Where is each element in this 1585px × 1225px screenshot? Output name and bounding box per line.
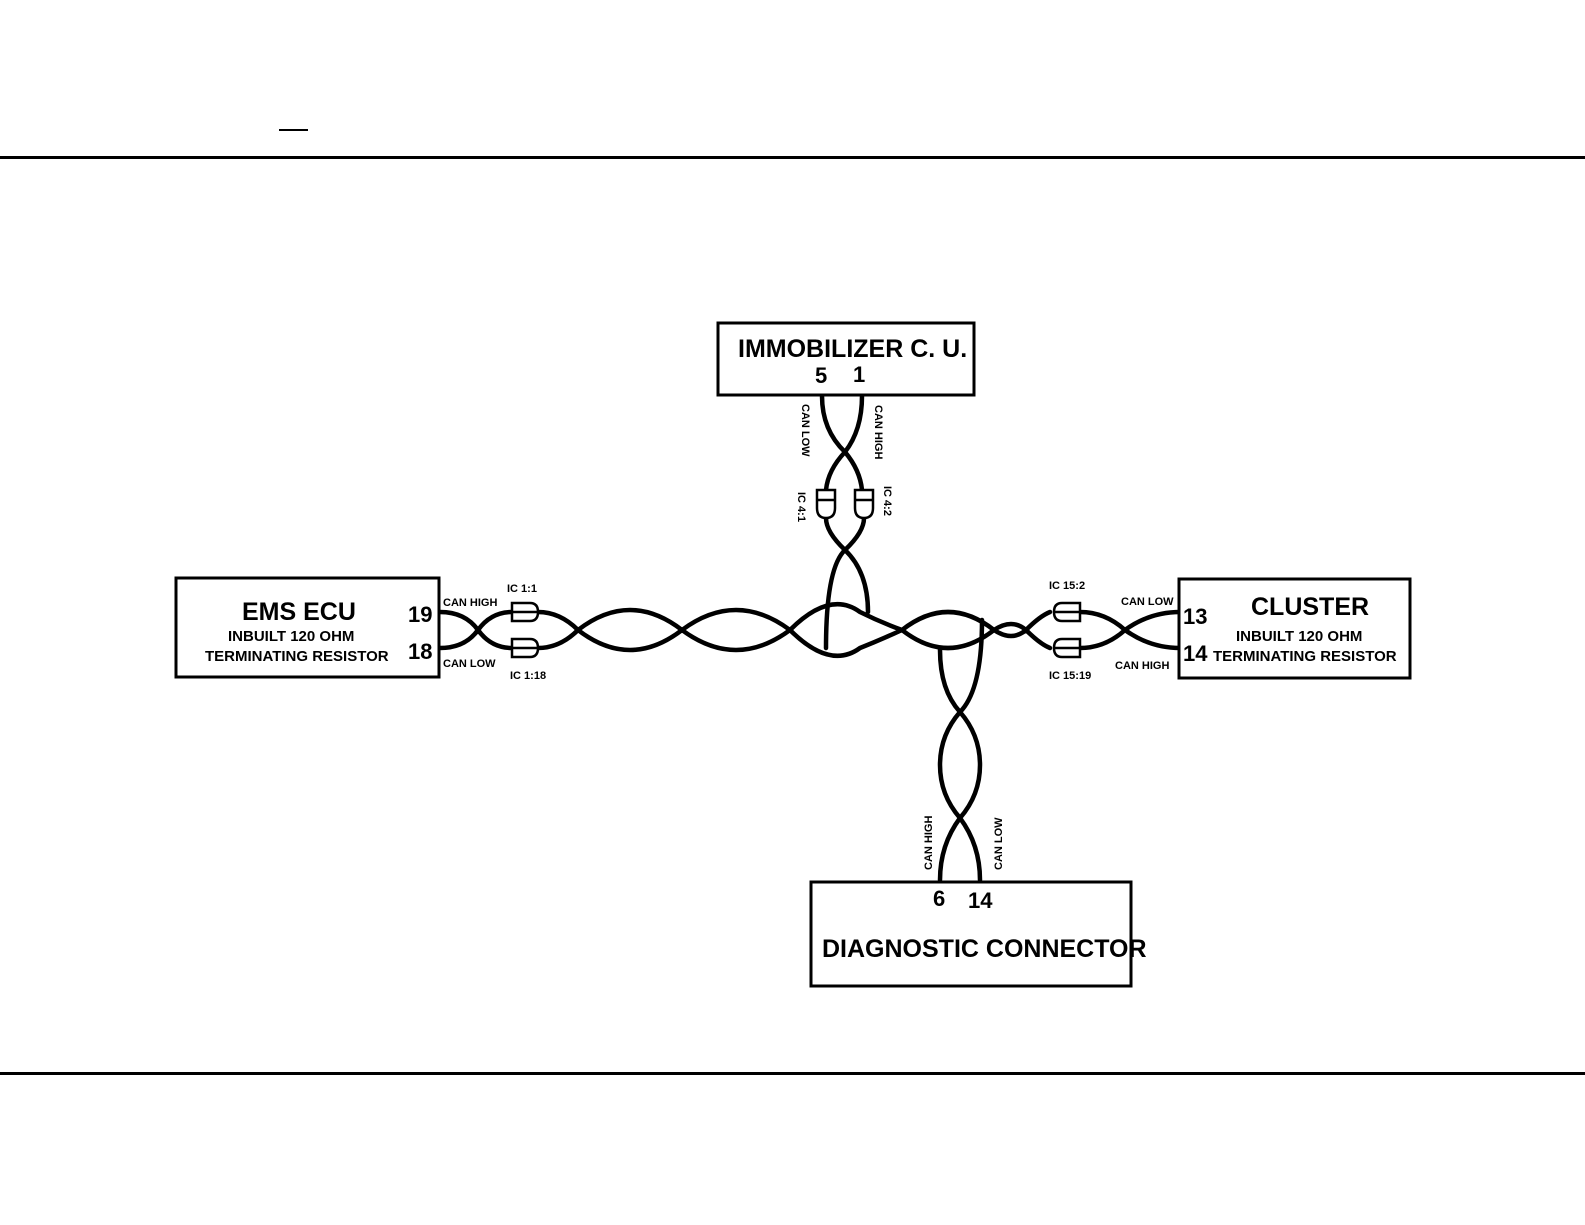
connector-ic-4-1	[817, 490, 835, 518]
ems-ecu-line1: INBUILT 120 OHM	[228, 628, 354, 645]
connector-ic-1-1	[512, 603, 538, 621]
ems-ecu-title: EMS ECU	[242, 598, 356, 626]
connector-labels: IC 1:1 IC 1:18 IC 4:1 IC 4:2 IC 15:2 IC …	[507, 486, 1091, 682]
diagnostic-title: DIAGNOSTIC CONNECTOR	[822, 935, 1147, 963]
immobilizer-title: IMMOBILIZER C. U.	[738, 335, 967, 363]
cluster-wire-b	[1080, 630, 1180, 648]
imm-can-low-label: CAN LOW	[799, 404, 811, 457]
ems-ecu-pin-19: 19	[408, 602, 432, 627]
ems-ecu-line2: TERMINATING RESISTOR	[205, 648, 389, 665]
cluster-wire-a	[1080, 612, 1180, 630]
ic-1-18-label: IC 1:18	[510, 670, 546, 682]
wire-labels: CAN HIGH CAN LOW CAN LOW CAN HIGH CAN LO…	[443, 404, 1174, 870]
ic-15-19-label: IC 15:19	[1049, 670, 1091, 682]
diag-wire-a	[940, 620, 982, 880]
cluster-line2: TERMINATING RESISTOR	[1213, 648, 1397, 665]
diagnostic-pin-6: 6	[933, 886, 945, 911]
diag-can-low-label: CAN LOW	[993, 817, 1005, 870]
ic-1-1-label: IC 1:1	[507, 583, 537, 595]
ems-ecu-pin-18: 18	[408, 639, 432, 664]
imm-can-high-label: CAN HIGH	[872, 405, 884, 459]
immobilizer-pin-1: 1	[853, 362, 865, 387]
cluster-pin-14: 14	[1183, 641, 1208, 666]
cluster-module: CLUSTER INBUILT 120 OHM TERMINATING RESI…	[1179, 579, 1410, 678]
diagnostic-pin-14: 14	[968, 888, 993, 913]
ems-can-low-label: CAN LOW	[443, 658, 496, 670]
cluster-line1: INBUILT 120 OHM	[1236, 628, 1362, 645]
connector-ic-15-2	[1054, 603, 1080, 621]
ic-4-1-label: IC 4:1	[795, 492, 807, 522]
cluster-title: CLUSTER	[1251, 593, 1369, 621]
ems-ecu-module: EMS ECU INBUILT 120 OHM TERMINATING RESI…	[176, 578, 439, 677]
connector-ic-15-19	[1054, 639, 1080, 657]
connector-ic-1-18	[512, 639, 538, 657]
cluster-pin-13: 13	[1183, 604, 1207, 629]
immobilizer-module: IMMOBILIZER C. U. 5 1	[718, 323, 974, 395]
cluster-can-high-label: CAN HIGH	[1115, 660, 1169, 672]
connector-ic-4-2	[855, 490, 873, 518]
diagnostic-connector-module: 6 14 DIAGNOSTIC CONNECTOR	[811, 882, 1147, 986]
ic-4-2-label: IC 4:2	[881, 486, 893, 516]
immobilizer-pin-5: 5	[815, 363, 827, 388]
ems-can-high-label: CAN HIGH	[443, 597, 497, 609]
cluster-can-low-label: CAN LOW	[1121, 596, 1174, 608]
ic-15-2-label: IC 15:2	[1049, 580, 1085, 592]
diag-can-high-label: CAN HIGH	[923, 816, 935, 870]
